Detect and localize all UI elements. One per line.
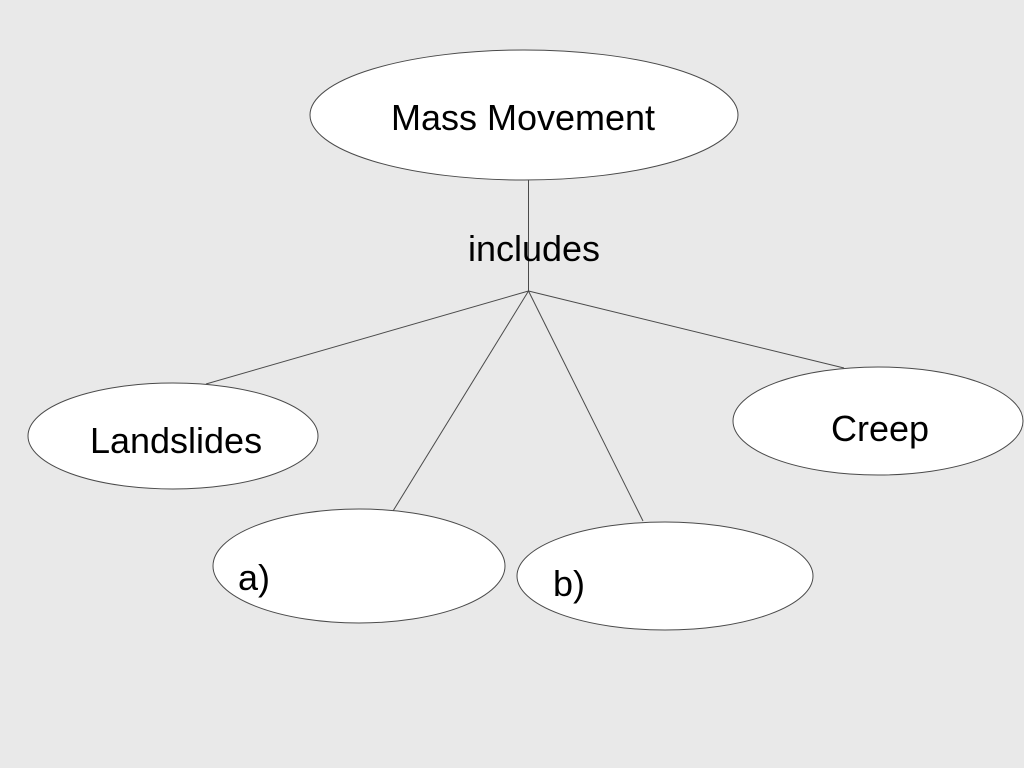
node-blank-b: b): [516, 521, 814, 631]
node-landslides-label: Landslides: [90, 420, 262, 461]
node-creep-label: Creep: [831, 408, 929, 449]
node-landslides-ellipse: [27, 382, 319, 490]
node-mass-movement-label: Mass Movement: [391, 97, 655, 138]
connector-label-includes: includes: [468, 228, 600, 269]
connector-branch-to-a: [392, 290, 529, 512]
node-mass-movement-ellipse: [309, 49, 739, 181]
connector-branch-to-creep: [528, 290, 845, 369]
node-landslides: Landslides: [27, 382, 319, 490]
connector-branch-to-landslides: [205, 290, 529, 385]
node-creep-ellipse: [732, 366, 1024, 476]
node-blank-b-ellipse: [516, 521, 814, 631]
node-mass-movement: Mass Movement: [309, 49, 739, 181]
node-blank-b-label: b): [553, 563, 585, 604]
node-blank-a: a): [212, 508, 506, 624]
node-creep: Creep: [732, 366, 1024, 476]
node-blank-a-ellipse: [212, 508, 506, 624]
node-blank-a-label: a): [238, 557, 270, 598]
connectors: [205, 180, 845, 522]
connector-branch-to-b: [528, 290, 644, 522]
